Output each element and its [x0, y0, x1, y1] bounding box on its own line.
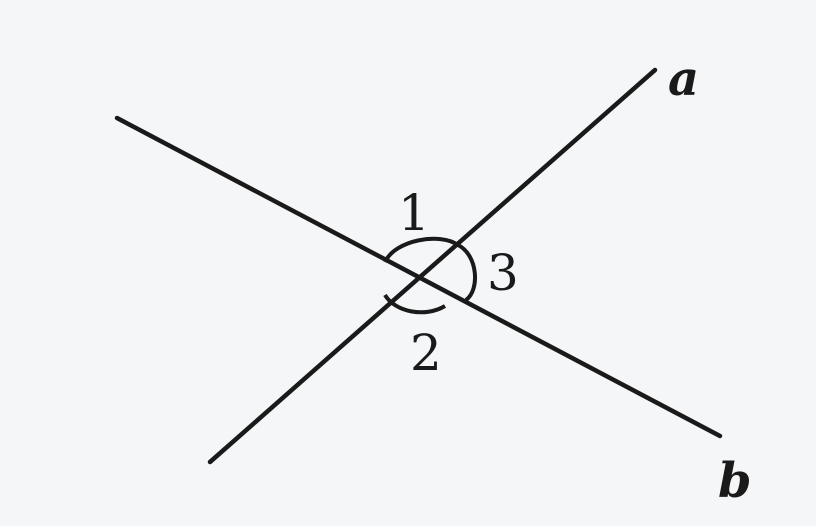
angle-3-label: 3 [487, 244, 519, 302]
angle-1-label: 1 [398, 184, 430, 242]
angle-3-arc [456, 243, 478, 302]
angle-2-arc [383, 293, 447, 315]
angle-1-arc [383, 236, 460, 264]
angle-2-label: 2 [410, 324, 442, 382]
line-b [114, 115, 723, 439]
line-a [207, 67, 658, 465]
line-a-label: a [668, 51, 699, 107]
line-b-label: b [718, 453, 752, 509]
